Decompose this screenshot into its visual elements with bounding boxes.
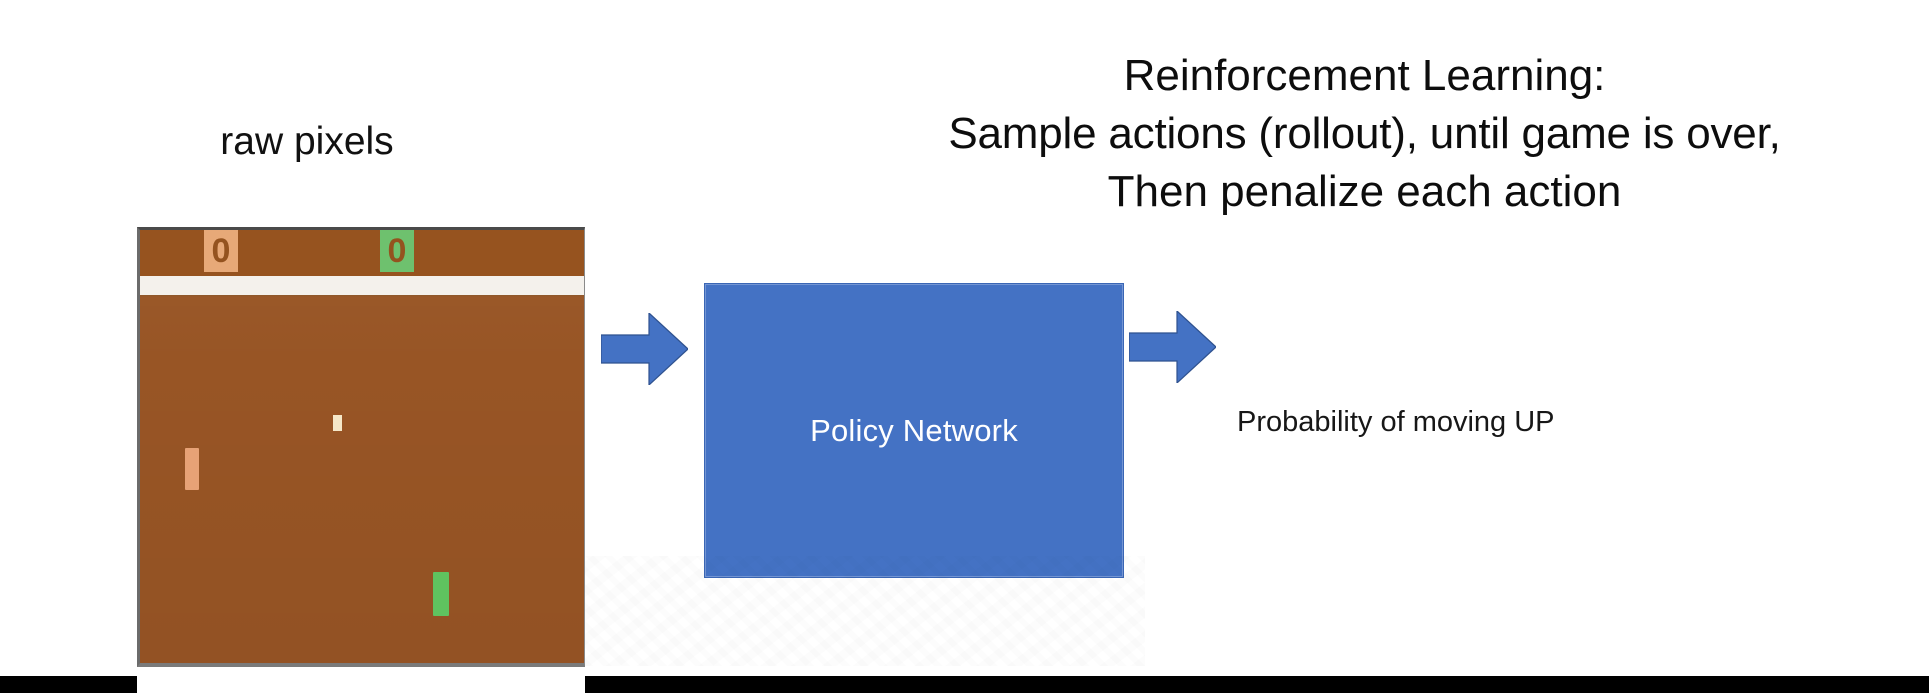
title-line-3: Then penalize each action <box>1107 167 1622 216</box>
policy-network-box[interactable]: Policy Network <box>704 283 1124 578</box>
pong-divider-line <box>140 276 584 295</box>
title-line-1: Reinforcement Learning: <box>1123 51 1606 100</box>
right-arrow-icon-input <box>601 313 688 385</box>
page-title: Reinforcement Learning: Sample actions (… <box>800 47 1929 221</box>
score-right: 0 <box>380 230 414 272</box>
paddle-right <box>433 572 449 616</box>
right-arrow-icon-output <box>1129 311 1216 383</box>
title-line-2: Sample actions (rollout), until game is … <box>948 109 1781 158</box>
bottom-bar-left <box>0 676 137 693</box>
pong-playfield: 0 0 <box>140 230 584 663</box>
bottom-bar-right <box>585 676 1929 693</box>
paddle-left <box>185 448 199 490</box>
pong-ball <box>333 415 342 431</box>
output-probability-label: Probability of moving UP <box>1237 406 1555 438</box>
score-left: 0 <box>204 230 238 272</box>
policy-network-label: Policy Network <box>810 412 1018 448</box>
raw-pixels-label: raw pixels <box>220 120 394 163</box>
pong-game-screen: 0 0 <box>137 227 585 667</box>
